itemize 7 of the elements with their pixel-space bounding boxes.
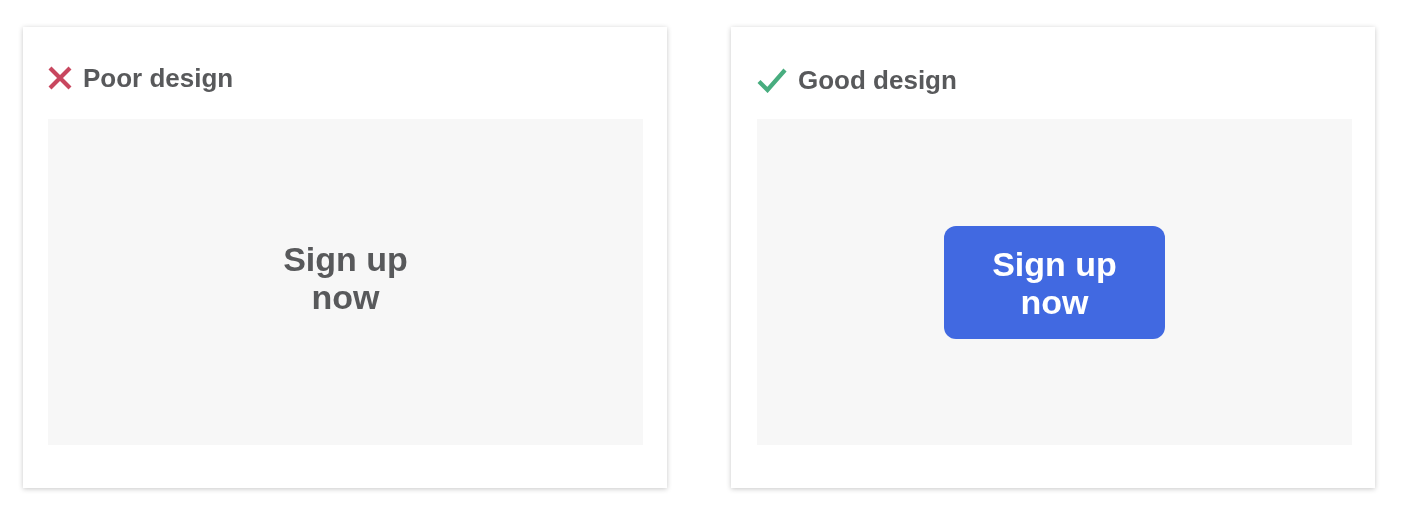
- card: [23, 27, 667, 488]
- card: [731, 27, 1375, 488]
- primary-button: Sign up now: [944, 226, 1165, 339]
- content-panel: [757, 119, 1352, 445]
- call-to-action-text: Sign up now: [282, 240, 409, 316]
- card-heading: Good design: [798, 65, 957, 95]
- card-heading: Poor design: [83, 63, 234, 93]
